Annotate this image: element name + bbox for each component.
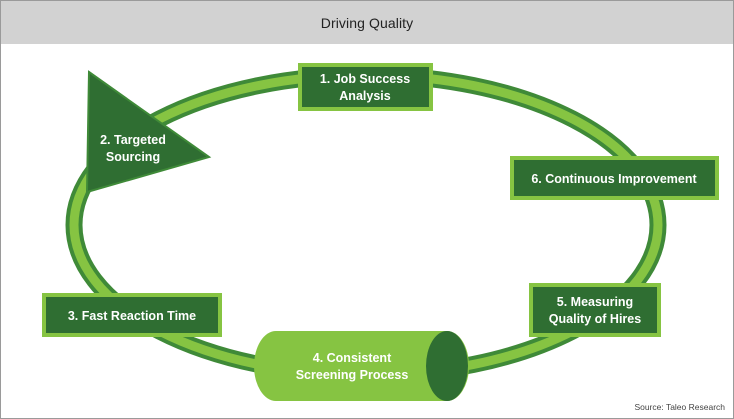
cycle-diagram: 1. Job Success Analysis 2. Targeted Sour… [42, 63, 719, 401]
step-5-label-line-2: Quality of Hires [549, 312, 641, 326]
source-note: Source: Taleo Research [634, 402, 725, 412]
step-4-label-line-1: 4. Consistent [313, 351, 392, 365]
step-1-label-line-1: 1. Job Success [320, 72, 410, 86]
figure-title: Driving Quality [320, 14, 414, 31]
step-2-label-line-2: Sourcing [106, 150, 160, 164]
step-5-label-line-1: 5. Measuring [557, 295, 633, 309]
step-3-fast-reaction-time: 3. Fast Reaction Time [42, 293, 222, 337]
step-1-job-success-analysis: 1. Job Success Analysis [298, 63, 433, 111]
step-2-targeted-sourcing: 2. Targeted Sourcing [85, 70, 212, 194]
step-4-label-line-2: Screening Process [296, 368, 409, 382]
step-1-label-line-2: Analysis [339, 89, 390, 103]
step-6-label: 6. Continuous Improvement [531, 172, 697, 186]
step-2-label-line-1: 2. Targeted [100, 133, 166, 147]
step-6-continuous-improvement: 6. Continuous Improvement [510, 156, 719, 200]
title-bar: Driving Quality [1, 1, 733, 44]
step-5-measuring-quality-of-hires: 5. Measuring Quality of Hires [529, 283, 661, 337]
step-4-consistent-screening-process: 4. Consistent Screening Process [254, 331, 469, 401]
step-3-label: 3. Fast Reaction Time [68, 309, 196, 323]
